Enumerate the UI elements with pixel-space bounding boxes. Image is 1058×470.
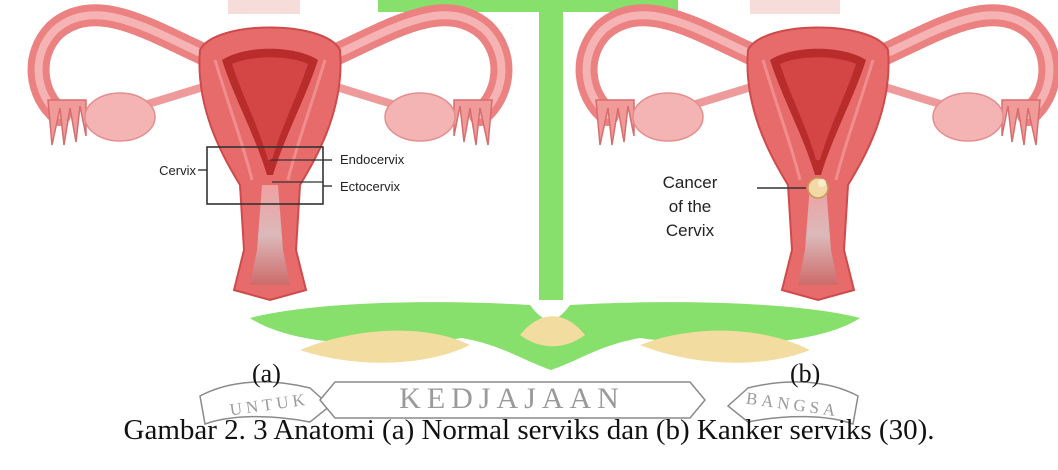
- panel-b-label: (b): [790, 359, 820, 388]
- tumor: [808, 178, 828, 198]
- cancer-label-line1: Cancer: [663, 173, 718, 192]
- motto-center: KEDJAJAAN: [399, 382, 625, 415]
- endocervix-label: Endocervix: [340, 152, 405, 167]
- panel-a-label: (a): [252, 359, 281, 388]
- cervix-label: Cervix: [159, 163, 196, 178]
- uterus-illustration-a: [39, 15, 502, 300]
- uterus-illustration-b: [587, 15, 1050, 300]
- cancer-label-line2: of the: [669, 197, 712, 216]
- ectocervix-label: Ectocervix: [340, 179, 400, 194]
- cancer-label-line3: Cervix: [666, 221, 715, 240]
- figure-caption: Gambar 2. 3 Anatomi (a) Normal serviks d…: [0, 414, 1058, 447]
